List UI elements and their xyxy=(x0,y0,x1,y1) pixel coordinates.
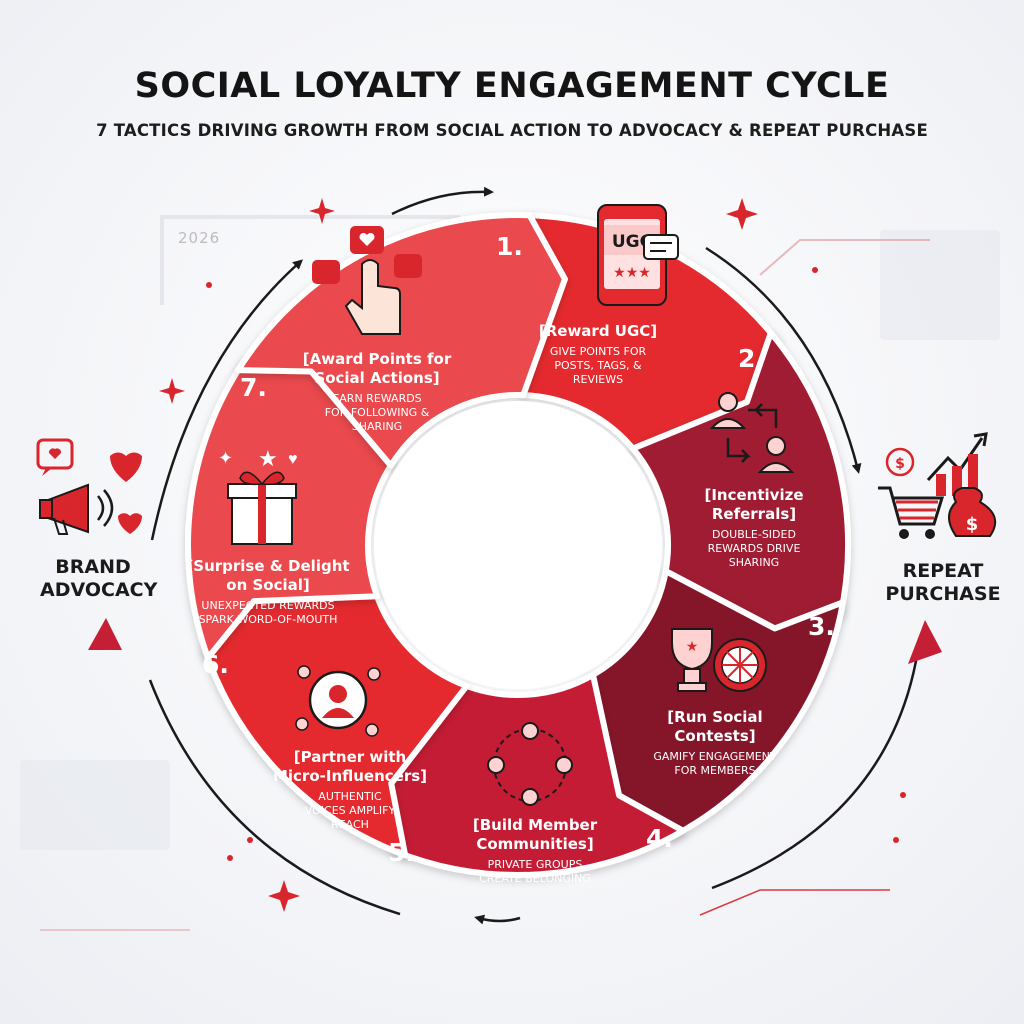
svg-text:♥: ♥ xyxy=(288,451,298,468)
year-label: 2026 xyxy=(178,229,221,247)
segment-6-number: 6. xyxy=(202,650,229,679)
segment-2-desc: DOUBLE-SIDED REWARDS DRIVE SHARING xyxy=(707,528,801,569)
segment-icons: UGC ★★★ ★ ✦ ★ ♥ xyxy=(218,204,795,806)
segment-4-desc: PRIVATE GROUPS CREATE BELONGING xyxy=(479,858,591,885)
segment-3-title: [Run Social Contests] xyxy=(667,708,763,745)
segment-7-text: [Award Points for Social Actions] EARN R… xyxy=(292,350,462,434)
segment-5-number: 5. xyxy=(388,838,415,867)
segment-2 xyxy=(629,329,851,641)
arrow-head-right xyxy=(908,620,942,664)
center-hole xyxy=(374,401,662,689)
segment-2-number: 2. xyxy=(738,344,765,373)
segment-3-text: [Run Social Contests] GAMIFY ENGAGEMENT … xyxy=(630,708,800,778)
segment-4 xyxy=(380,671,686,878)
segment-7-desc: EARN REWARDS FOR FOLLOWING & SHARING xyxy=(324,392,430,433)
page-subtitle: 7 TACTICS DRIVING GROWTH FROM SOCIAL ACT… xyxy=(96,121,928,140)
segment-6-desc: UNEXPECTED REWARDS SPARK WORD-OF-MOUTH xyxy=(198,599,338,626)
segment-5-title: [Partner with Micro-Influencers] xyxy=(272,748,428,785)
arrow-head-left xyxy=(88,618,122,650)
svg-text:✦: ✦ xyxy=(218,448,233,468)
segment-1-text: [Reward UGC] GIVE POINTS FOR POSTS, TAGS… xyxy=(528,322,668,387)
brand-advocacy-label: BRAND ADVOCACY xyxy=(40,556,158,601)
repeat-purchase-label: REPEAT PURCHASE xyxy=(885,560,1001,605)
sparkles xyxy=(159,198,906,912)
community-icon xyxy=(487,722,573,806)
social-tap-icon xyxy=(312,226,422,335)
page-title: SOCIAL LOYALTY ENGAGEMENT CYCLE xyxy=(134,66,890,106)
trophy-wheel-icon: ★ xyxy=(671,628,767,692)
segment-4-number: 4. xyxy=(646,824,673,853)
svg-text:★★★: ★★★ xyxy=(613,264,651,280)
referral-icon xyxy=(709,392,795,473)
influencer-icon xyxy=(295,665,381,737)
segment-3-desc: GAMIFY ENGAGEMENT FOR MEMBERS xyxy=(653,750,777,777)
segment-4-text: [Build Member Communities] PRIVATE GROUP… xyxy=(455,816,615,886)
arrow-bottom-left xyxy=(148,679,401,916)
segment-5-desc: AUTHENTIC VOICES AMPLIFY REACH xyxy=(304,790,396,831)
segment-2-title: [Incentivize Referrals] xyxy=(704,486,804,523)
ugc-phone-icon: UGC ★★★ xyxy=(597,204,679,306)
segment-6-title: [Surprise & Delight on Social] xyxy=(186,557,350,594)
svg-text:★: ★ xyxy=(686,638,699,654)
segment-4-title: [Build Member Communities] xyxy=(472,816,598,853)
segment-3 xyxy=(585,568,846,840)
segment-7-title: [Award Points for Social Actions] xyxy=(302,350,452,387)
svg-text:★: ★ xyxy=(258,446,278,471)
segment-1 xyxy=(520,212,782,456)
arrow-bottom xyxy=(474,914,521,925)
background-decor xyxy=(20,215,1000,931)
cart-growth-icon: $ $ xyxy=(878,432,997,539)
arrow-top xyxy=(391,186,494,216)
arrow-left xyxy=(150,259,303,541)
gift-icon: ✦ ★ ♥ xyxy=(218,446,298,545)
segment-1-desc: GIVE POINTS FOR POSTS, TAGS, & REVIEWS xyxy=(549,345,647,386)
svg-text:$: $ xyxy=(966,514,979,535)
megaphone-icon xyxy=(36,438,142,535)
svg-text:$: $ xyxy=(895,456,905,472)
segment-1-title: [Reward UGC] xyxy=(538,322,658,340)
cycle-arrows xyxy=(148,186,920,925)
arrow-bottom-right xyxy=(711,649,920,890)
arrow-right xyxy=(705,246,862,474)
segment-5-text: [Partner with Micro-Influencers] AUTHENT… xyxy=(260,748,440,832)
segment-3-number: 3. xyxy=(808,612,835,641)
svg-text:UGC: UGC xyxy=(612,232,652,252)
segment-7-number: 7. xyxy=(240,373,267,402)
segment-1-number: 1. xyxy=(496,232,523,261)
segment-6-text: [Surprise & Delight on Social] UNEXPECTE… xyxy=(178,557,358,627)
segment-2-text: [Incentivize Referrals] DOUBLE-SIDED REW… xyxy=(690,486,818,570)
segment-7 xyxy=(235,212,568,469)
